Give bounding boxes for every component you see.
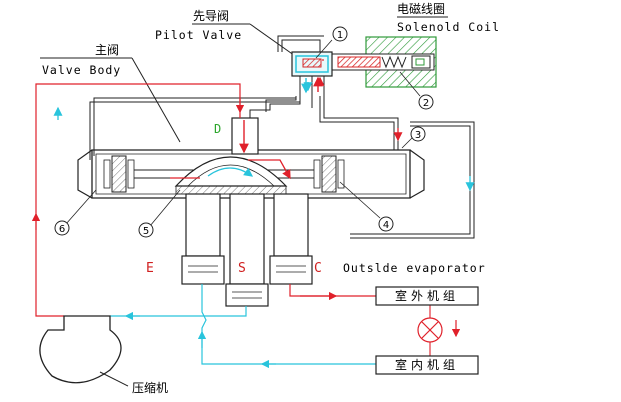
callout-2: 2 [399, 71, 434, 110]
port-c-label: C [314, 261, 322, 276]
condenser-line [289, 284, 461, 338]
callout-4-num: 4 [383, 220, 389, 231]
inside-unit-label: 室内机组 [395, 357, 459, 372]
callout-3-num: 3 [415, 130, 421, 141]
callout-5: 5 [138, 189, 181, 238]
right-capillary [350, 121, 475, 239]
internal-cyan-flow [53, 82, 475, 192]
main-valve-cn-label: 主阀 [95, 43, 119, 57]
port-s-tube [225, 193, 269, 307]
callout-4: 4 [339, 181, 394, 232]
callout-1: 1 [315, 26, 348, 59]
outside-evaporator-label: Outslde evaporator [343, 261, 486, 275]
left-capillary [89, 96, 301, 160]
compressor [39, 315, 129, 387]
suction-line [110, 284, 376, 369]
port-e-label: E [146, 261, 154, 276]
outside-unit-label: 室外机组 [395, 288, 459, 303]
callout-6-num: 6 [59, 224, 65, 235]
port-d-label: D [214, 122, 221, 136]
solenoid-coil [329, 36, 437, 88]
port-c-tube [269, 193, 313, 285]
internal-red-flow [170, 76, 403, 180]
callout-5-num: 5 [143, 226, 149, 237]
port-e-tube [181, 193, 225, 285]
port-s-label: S [238, 261, 246, 276]
main-valve-body [77, 149, 425, 199]
callout-2-num: 2 [423, 98, 429, 109]
outside-unit-box: 室外机组 [375, 286, 479, 306]
port-d-tube [231, 117, 259, 155]
inside-unit-box: 室内机组 [375, 355, 479, 375]
callout-6: 6 [54, 189, 97, 236]
valve-body-en-label: Valve Body [42, 63, 121, 77]
callout-3: 3 [401, 126, 426, 149]
pilot-leader-line [249, 23, 299, 59]
discharge-line [31, 83, 245, 317]
solenoid-coil-cn-label: 电磁线圈 [397, 1, 445, 16]
callout-1-num: 1 [337, 30, 343, 41]
main-leader-line [131, 57, 181, 143]
compressor-label: 压缩机 [132, 380, 168, 395]
pilot-valve-en-label: Pilot Valve [155, 28, 242, 42]
pilot-valve-cn-label: 先导阀 [193, 9, 229, 23]
pilot-valve [291, 51, 333, 96]
expansion-valve [417, 305, 443, 356]
solenoid-coil-en-label: Solenold Coil [397, 20, 500, 34]
